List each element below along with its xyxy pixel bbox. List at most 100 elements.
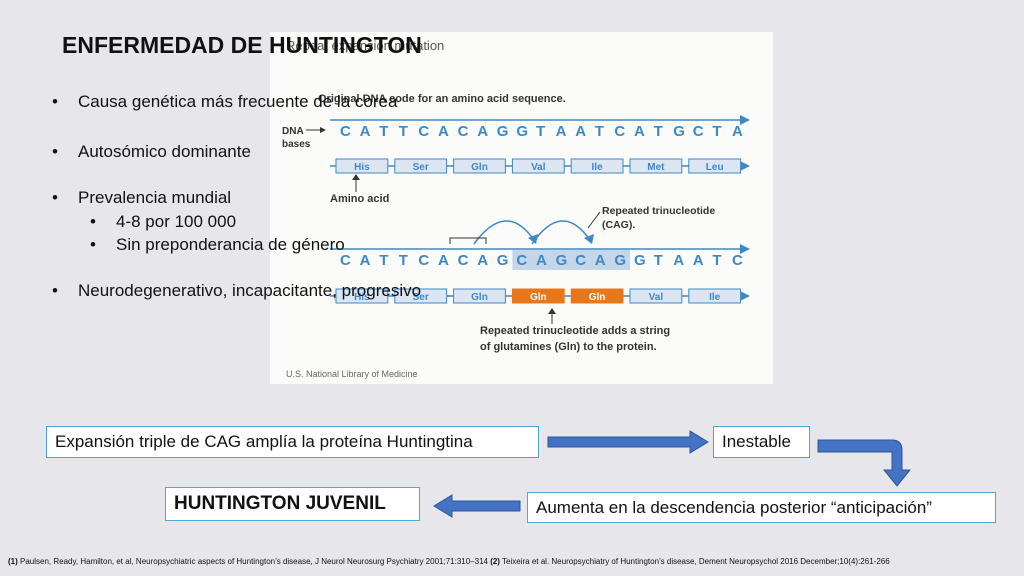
ref-2-text: Teixeira et al. Neuropsychiatry of Hunti… (499, 557, 890, 566)
dna-base: G (556, 252, 568, 269)
dna-base: T (654, 123, 663, 140)
amino-acid-label: Gln (471, 292, 488, 303)
anticipation-box: Aumenta en la descendencia posterior “an… (527, 492, 996, 523)
amino-acid-box (629, 158, 683, 174)
dna-base: T (379, 252, 388, 269)
figure-heading: Repeat expansion mutation (286, 38, 444, 53)
pointer-arrowhead-icon (320, 127, 326, 133)
bullet-text: Prevalencia mundial (78, 188, 232, 207)
amino-acid-label: Gln (589, 292, 606, 303)
dna-repeat-figure: Repeat expansion mutation Original DNA c… (270, 32, 773, 384)
dna-base: C (418, 252, 429, 269)
amino-acid-label: Gln (530, 292, 547, 303)
caption-bottom-2: of glutamines (Gln) to the protein. (480, 341, 657, 353)
bullet-dot: • (90, 235, 96, 254)
amino-acid-box (394, 158, 448, 174)
strand-arrowhead-icon (740, 115, 750, 125)
dna-base: G (497, 123, 509, 140)
dna-base: T (595, 123, 604, 140)
amino-acid-box (688, 158, 742, 174)
unstable-box: Inestable (713, 426, 810, 458)
caption-bottom-1: Repeated trinucleotide adds a string (480, 325, 670, 337)
amino-acid-label: His (354, 292, 370, 303)
bullet-dot: • (52, 142, 58, 161)
arrow-left-icon (433, 494, 521, 518)
dna-base: T (712, 252, 721, 269)
arc-arrowhead-icon (528, 234, 538, 244)
bullet-dot: • (52, 92, 58, 111)
dna-base: C (693, 123, 704, 140)
amino-acid-box (511, 288, 565, 304)
amino-acid-box (335, 158, 389, 174)
ref-2-number: (2) (490, 557, 500, 566)
dna-base: T (399, 252, 408, 269)
amino-acid-box (570, 288, 624, 304)
dna-base: G (497, 252, 509, 269)
dna-base: C (340, 123, 351, 140)
ref-1-text: Paulsen, Ready, Hamilton, et al, Neurops… (17, 557, 491, 566)
amino-acid-label: Val (649, 292, 664, 303)
repeat-label-1: Repeated trinucleotide (602, 205, 715, 217)
cag-expansion-box: Expansión triple de CAG amplía la proteí… (46, 426, 539, 458)
arrow-bent-down-icon (817, 439, 912, 487)
dna-base: C (575, 252, 586, 269)
amino-acid-box (629, 288, 683, 304)
pointer-arrowhead-icon (548, 308, 556, 314)
dna-base: A (438, 252, 449, 269)
dna-diagram: Repeat expansion mutation Original DNA c… (282, 38, 750, 379)
dna-base: T (654, 252, 663, 269)
dna-base: A (360, 252, 371, 269)
dna-base: T (536, 123, 545, 140)
amino-acid-box (511, 158, 565, 174)
strand-arrowhead-icon (740, 244, 750, 254)
amino-acid-box (394, 288, 448, 304)
dna-base: A (536, 252, 547, 269)
dna-base: C (458, 123, 469, 140)
amino-acid-box (453, 158, 506, 174)
bullet-dot: • (90, 212, 96, 231)
amino-acid-label: Val (531, 162, 546, 173)
references: (1) Paulsen, Ready, Hamilton, et al, Neu… (8, 557, 890, 566)
strand-arrowhead-icon (740, 291, 750, 301)
pointer-line (587, 211, 601, 229)
bullet-dot: • (52, 281, 58, 300)
bullet-text: Sin preponderancia de género (116, 235, 345, 254)
dna-base: A (693, 252, 704, 269)
page-title: ENFERMEDAD DE HUNTINGTON (62, 32, 422, 58)
dna-base: C (458, 252, 469, 269)
amino-acid-label: Ile (592, 162, 604, 173)
pointer-arrowhead-icon (352, 174, 360, 180)
amino-acid-label: Ser (413, 292, 429, 303)
arc-arrowhead-icon (584, 234, 594, 244)
dna-base: A (732, 123, 743, 140)
dna-label: DNA (282, 126, 304, 137)
dna-base: C (418, 123, 429, 140)
dna-base: A (477, 123, 488, 140)
dna-base: A (575, 123, 586, 140)
bullet-dot: • (52, 188, 58, 207)
amino-acid-box (688, 288, 742, 304)
dna-base: A (634, 123, 645, 140)
amino-acid-label: Amino acid (330, 193, 389, 205)
dna-base: A (673, 252, 684, 269)
amino-acid-label: Leu (706, 162, 724, 173)
repeat-label-2: (CAG). (602, 219, 635, 231)
amino-acid-label: Met (647, 162, 665, 173)
dna-base: A (595, 252, 606, 269)
bases-label: bases (282, 139, 311, 150)
dna-base: A (360, 123, 371, 140)
repeat-arc (473, 220, 535, 245)
dna-base: T (379, 123, 388, 140)
ref-1-number: (1) (8, 557, 18, 566)
cag-highlight (512, 250, 630, 270)
dna-base: C (340, 252, 351, 269)
dna-base: C (614, 123, 625, 140)
amino-acid-box (570, 158, 624, 174)
juvenile-huntington-box: HUNTINGTON JUVENIL (165, 487, 420, 521)
bullet-text: Neurodegenerativo, incapacitante, progre… (78, 281, 422, 300)
dna-base: G (634, 252, 646, 269)
bullet-text: Autosómico dominante (78, 142, 251, 161)
figure-caption-top: Original DNA code for an amino acid sequ… (318, 93, 566, 105)
dna-base: A (438, 123, 449, 140)
dna-base: A (556, 123, 567, 140)
